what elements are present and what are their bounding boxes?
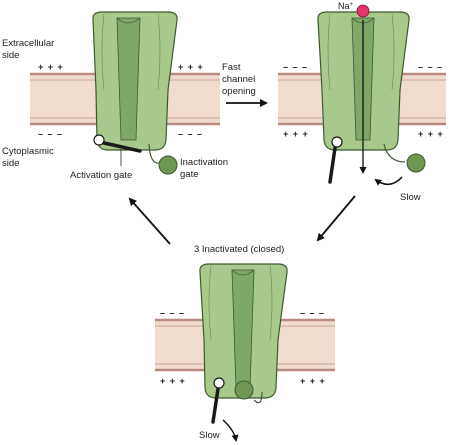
label-slow-bottom: Slow [199, 430, 220, 441]
membrane-charge-inactivated-bottom-right: + + + [300, 376, 326, 386]
membrane-charge-closed-top-left: + + + [38, 62, 64, 72]
label-cytoplasmic-side-line2: side [2, 158, 19, 169]
label-activation-gate: Activation gate [70, 170, 132, 181]
label-inactivated-closed: 3 Inactivated (closed) [194, 244, 284, 255]
arrow-fast-channel-opening: Fast channel opening [222, 62, 268, 107]
slow-arrow-right [374, 176, 403, 186]
label-fast-channel-opening-line1: Fast [222, 62, 241, 73]
membrane-charge-inactivated-top-left: – – – [160, 308, 185, 318]
membrane-charge-closed-bottom-right: – – – [178, 129, 203, 139]
activation-gate-closed [93, 134, 142, 153]
membrane-charge-closed-bottom-left: – – – [38, 129, 63, 139]
membrane-charge-open-bottom-right: + + + [418, 129, 444, 139]
panel-closed: + + + + + + – – – – – – Extracellular si… [2, 11, 228, 181]
membrane-charge-open-bottom-left: + + + [283, 129, 309, 139]
activation-gate-open [328, 136, 343, 184]
label-cytoplasmic-side-line1: Cytoplasmic [2, 146, 54, 157]
membrane-charge-inactivated-bottom-left: + + + [160, 376, 186, 386]
panel-inactivated: – – – – – – + + + + + + Slow [155, 263, 335, 442]
channel-protein-closed [92, 11, 178, 151]
label-inactivation-gate-line2: gate [180, 169, 199, 180]
slow-arrow-bottom [222, 419, 239, 442]
membrane-charge-closed-top-right: + + + [178, 62, 204, 72]
arrow-open-to-inactivated [316, 195, 356, 242]
membrane-charge-open-top-right: – – – [418, 62, 443, 72]
label-fast-channel-opening-line3: opening [222, 86, 256, 97]
label-na-ion: Na+ [338, 1, 354, 11]
inactivation-gate-closed [148, 143, 178, 175]
label-extracellular-side-line2: side [2, 50, 19, 61]
channel-protein-inactivated [199, 263, 288, 399]
label-fast-channel-opening-line2: channel [222, 74, 255, 85]
panel-open: – – – – – – + + + + + + Na+ Slow [278, 1, 446, 203]
sodium-ion-flow: Na+ [338, 1, 370, 174]
label-slow-right: Slow [400, 192, 421, 203]
inactivation-gate-open [383, 143, 426, 173]
membrane-charge-open-top-left: – – – [283, 62, 308, 72]
arrow-inactivated-to-closed [128, 197, 171, 245]
label-inactivation-gate-line1: Inactivation [180, 157, 228, 168]
label-extracellular-side-line1: Extracellular [2, 38, 54, 49]
membrane-charge-inactivated-top-right: – – – [300, 308, 325, 318]
sodium-ion [356, 4, 370, 18]
inactivation-gate-inactivated [234, 380, 263, 404]
activation-gate-inactivated [211, 377, 225, 424]
